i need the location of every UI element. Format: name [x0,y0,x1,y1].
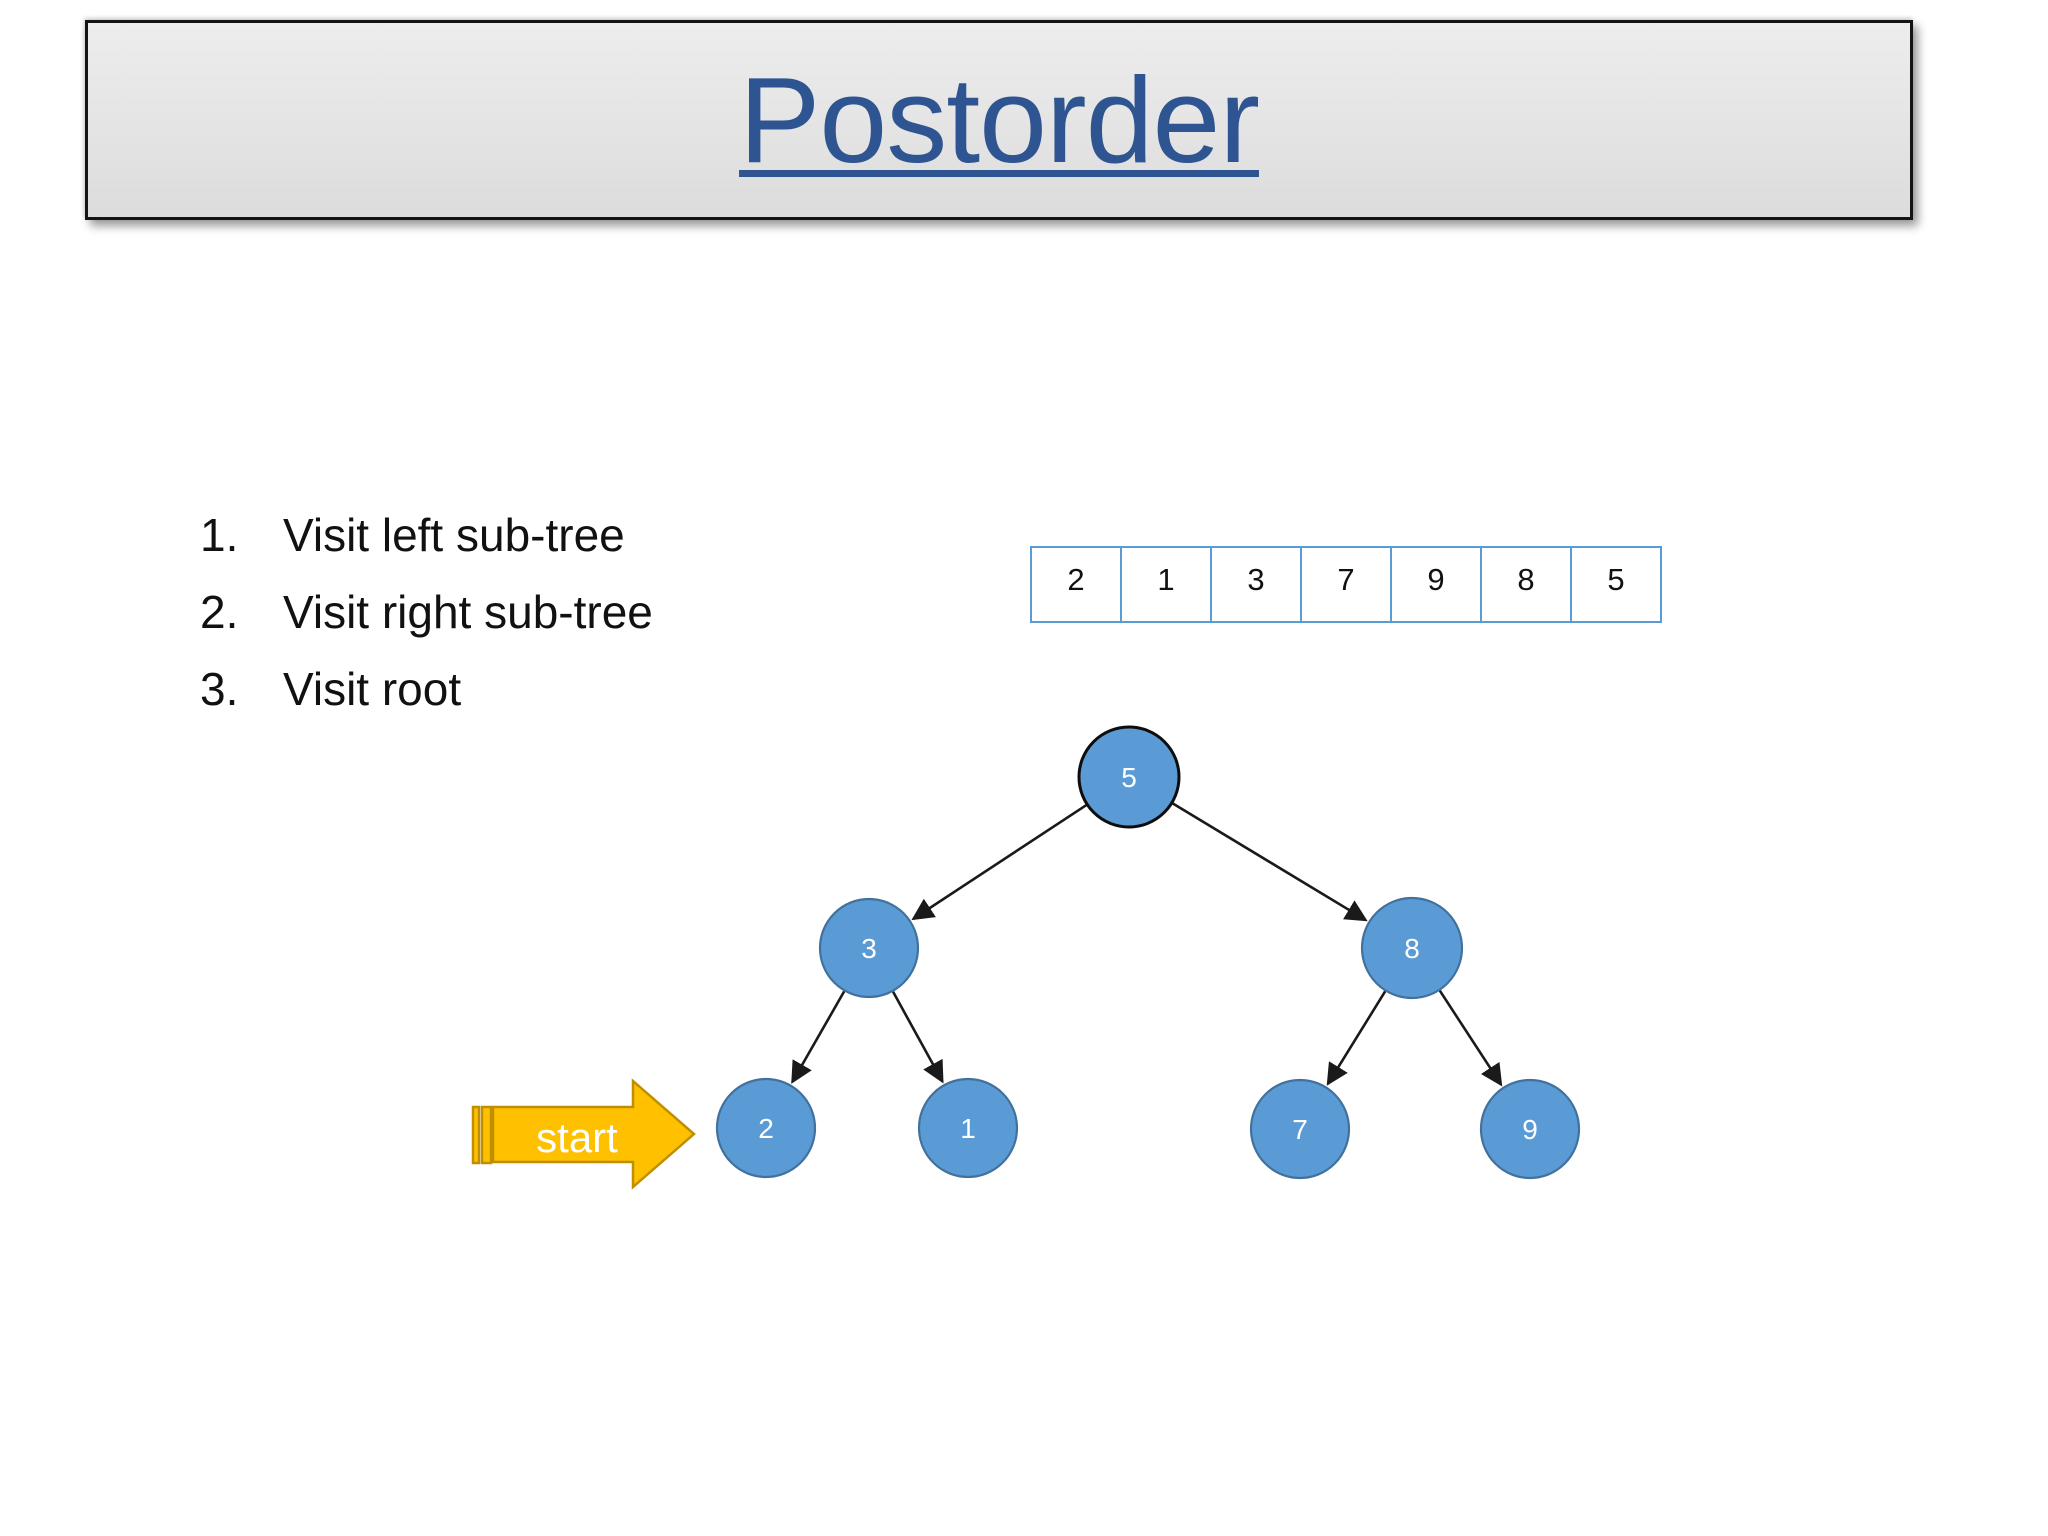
tree-edge-8-7 [1326,990,1387,1086]
step-item: 2. Visit right sub-tree [200,589,653,635]
tree-node-label-3: 3 [861,933,877,964]
tree-node-5 [1077,725,1181,829]
array-cell: 8 [1480,546,1572,623]
tree-edge-5-8 [1171,802,1368,922]
step-number: 2. [200,586,239,638]
tree-edge-8-9 [1438,990,1503,1087]
tree-node-label-8: 8 [1404,933,1420,964]
start-arrow-shape [491,1078,696,1190]
tree-node-label-1: 1 [960,1113,976,1144]
tree-node-label-5: 5 [1121,762,1137,793]
step-item: 1. Visit left sub-tree [200,512,653,558]
step-text: Visit root [283,663,462,715]
start-arrow-stripe [471,1105,481,1165]
tree-node-9 [1479,1078,1581,1180]
step-text: Visit left sub-tree [283,509,625,561]
tree-node-1 [917,1077,1019,1179]
tree-node-label-7: 7 [1292,1114,1308,1145]
tree-node-8 [1360,896,1464,1000]
traversal-result-array: 2 1 3 7 9 8 5 [1030,546,1662,623]
tree-edge-3-1 [891,991,944,1084]
tree-node-label-9: 9 [1522,1114,1538,1145]
step-number: 3. [200,663,239,715]
array-cell: 9 [1390,546,1482,623]
start-arrow-stripe [480,1105,493,1165]
step-text: Visit right sub-tree [283,586,653,638]
steps-list: 1. Visit left sub-tree 2. Visit right su… [200,512,653,743]
tree-edge-3-2 [791,990,846,1084]
start-arrow: start [471,1078,696,1190]
tree-edge-5-3 [911,803,1088,921]
tree-node-3 [818,897,920,999]
array-cell: 5 [1570,546,1662,623]
step-item: 3. Visit root [200,666,653,712]
tree-node-2 [715,1077,817,1179]
start-arrow-label: start [536,1114,618,1161]
tree-node-7 [1249,1078,1351,1180]
page-title: Postorder [739,52,1260,188]
step-number: 1. [200,509,239,561]
tree-node-label-2: 2 [758,1113,774,1144]
title-banner: Postorder [85,20,1913,220]
